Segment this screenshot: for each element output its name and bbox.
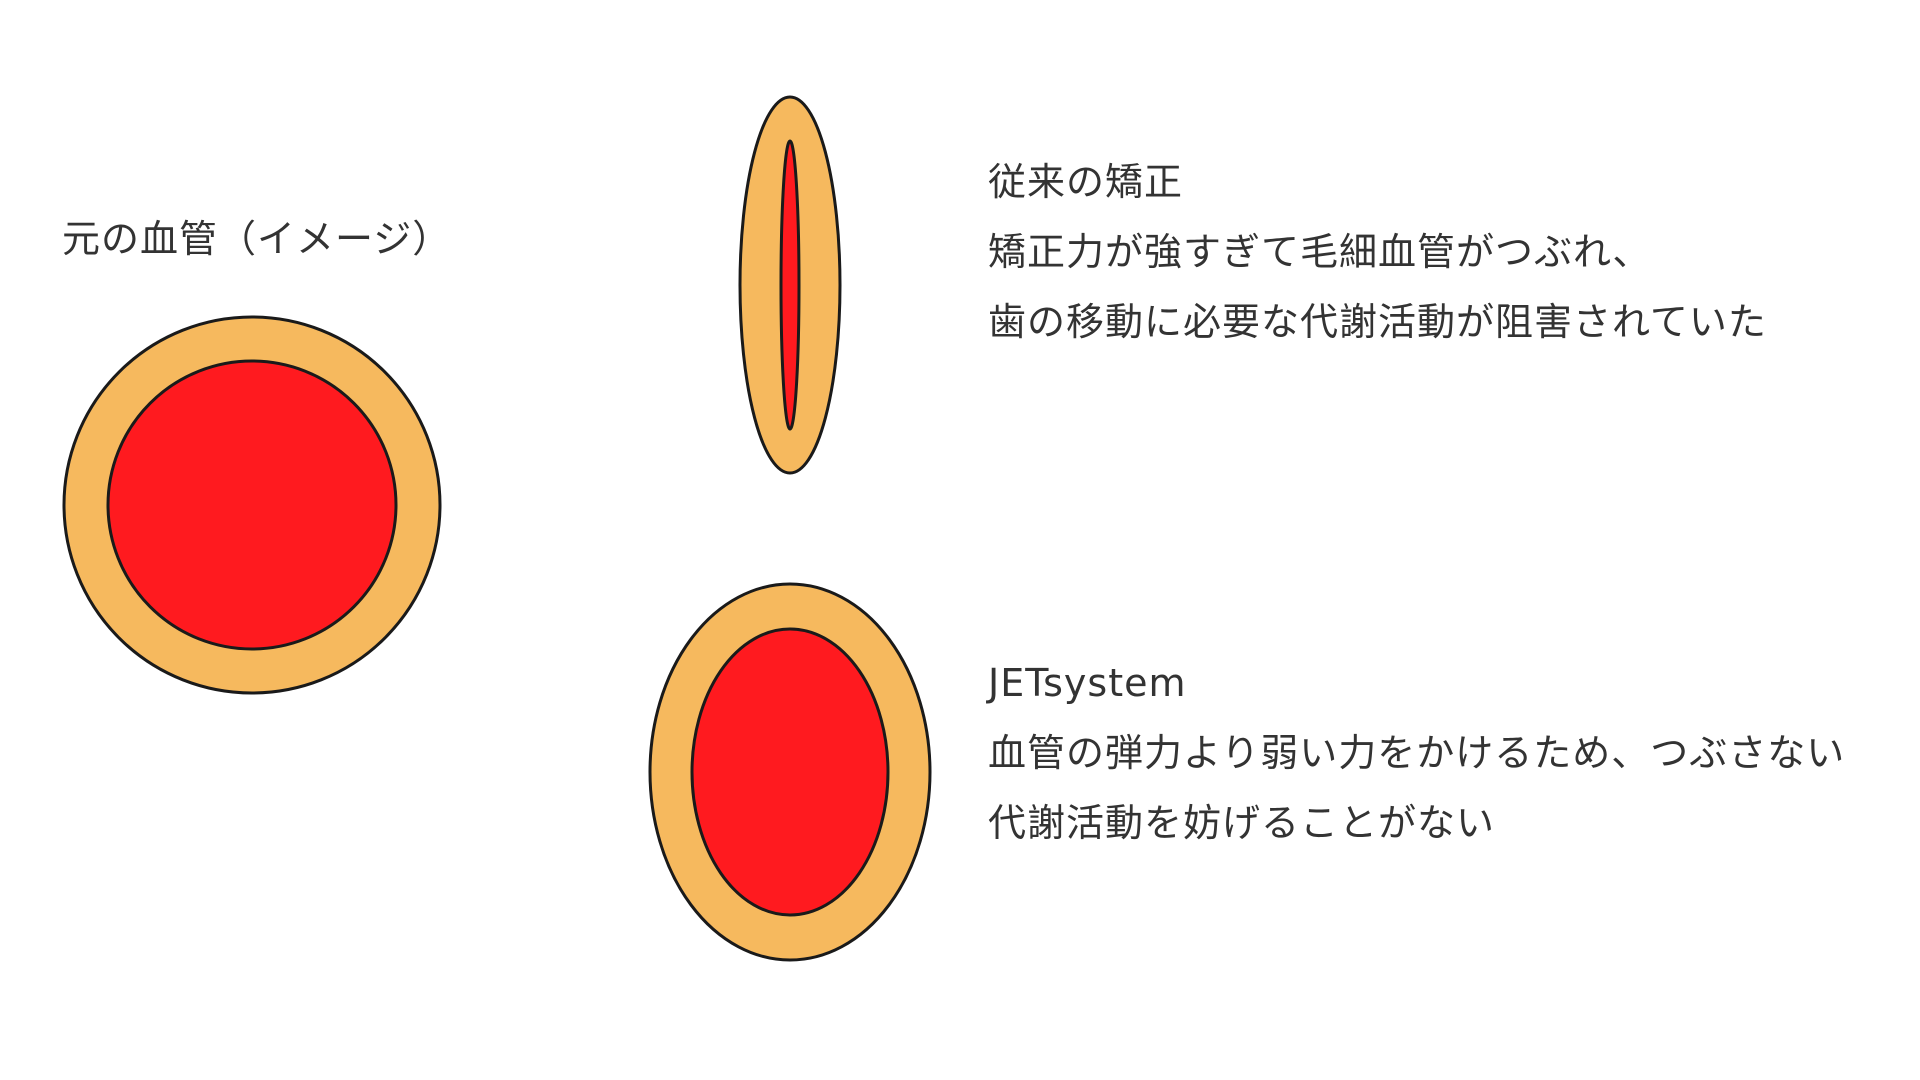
jetsystem-line-2: 代謝活動を妨げることがない — [988, 801, 1496, 845]
jetsystem-title: JETsystem — [988, 661, 1187, 705]
jetsystem-vessel-lumen — [690, 627, 890, 917]
jetsystem-vessel-shape — [648, 582, 932, 962]
conventional-vessel-lumen — [779, 139, 801, 431]
original-vessel-lumen — [106, 359, 398, 651]
jetsystem-text-block: JETsystem 血管の弾力より弱い力をかけるため、つぶさない 代謝活動を妨げ… — [988, 648, 1845, 858]
original-vessel-label: 元の血管（イメージ） — [62, 217, 452, 261]
conventional-line-2: 歯の移動に必要な代謝活動が阻害されていた — [988, 300, 1767, 344]
conventional-line-1: 矯正力が強すぎて毛細血管がつぶれ、 — [988, 230, 1652, 274]
jetsystem-line-1: 血管の弾力より弱い力をかけるため、つぶさない — [988, 731, 1846, 775]
original-vessel-shape — [62, 315, 442, 695]
conventional-text-block: 従来の矯正 矯正力が強すぎて毛細血管がつぶれ、 歯の移動に必要な代謝活動が阻害さ… — [988, 147, 1767, 357]
conventional-vessel-shape — [738, 95, 842, 475]
conventional-title: 従来の矯正 — [988, 160, 1184, 204]
